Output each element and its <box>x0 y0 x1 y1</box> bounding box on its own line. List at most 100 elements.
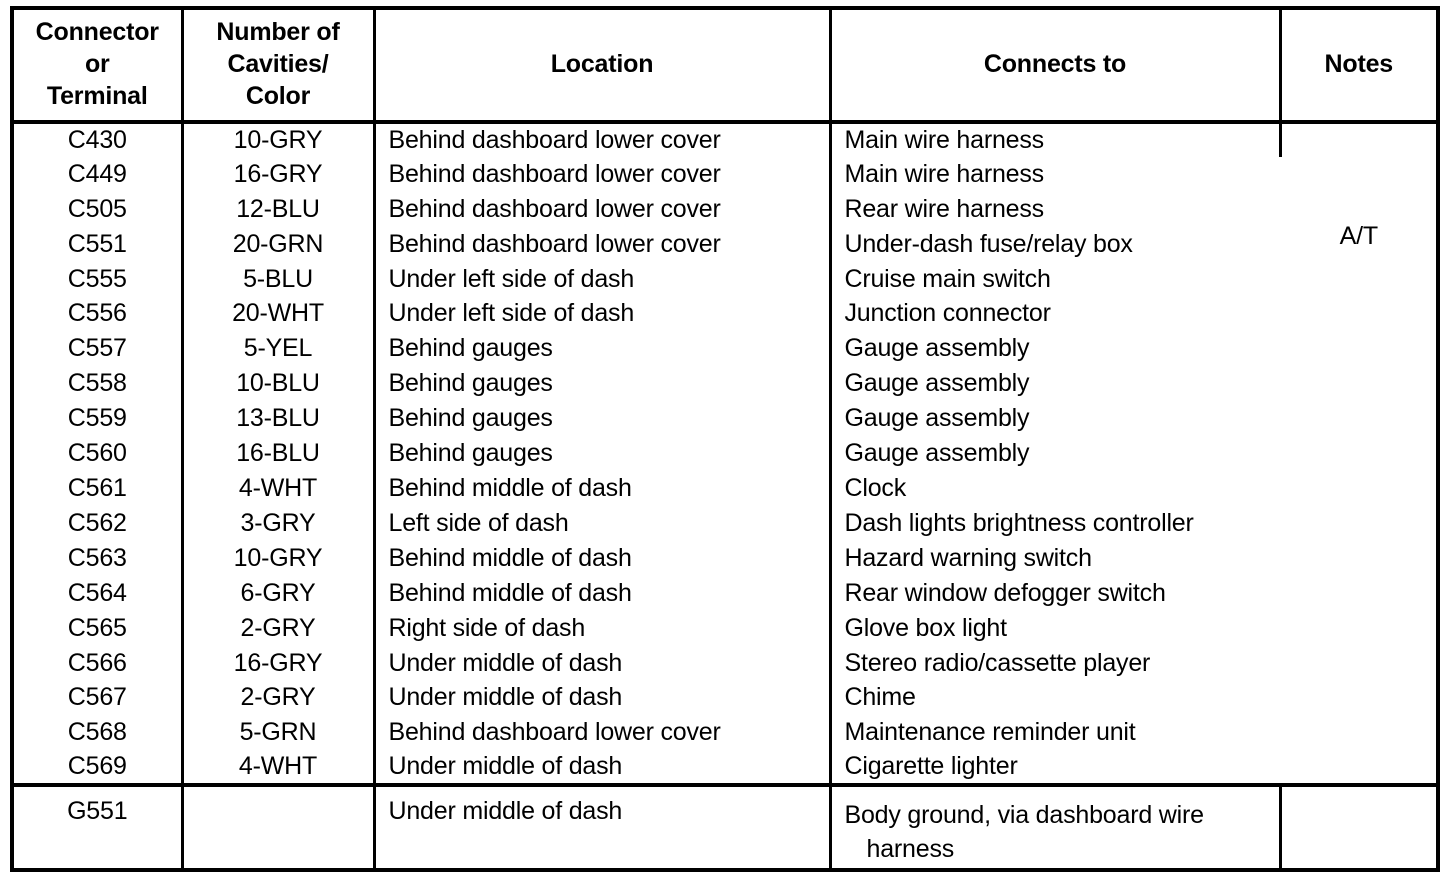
cell-location: Under left side of dash <box>374 296 832 332</box>
column-header-connects-to: Connects to <box>830 8 1282 124</box>
column-header-connector-or-terminal: Connector or Terminal <box>12 8 184 124</box>
header-line-1: Connector <box>35 18 159 46</box>
header-line-3: Color <box>245 82 311 110</box>
cell-connector: C551 <box>12 226 184 262</box>
cell-connector: C559 <box>12 401 184 437</box>
cell-cavities-color: 3-GRY <box>182 505 376 541</box>
cell-connects-to: Hazard warning switch <box>844 543 1092 572</box>
cell-cavities-color: 10-GRY <box>182 540 376 576</box>
cell-connector: C555 <box>12 261 184 297</box>
cell-cavities-color: 5-YEL <box>182 331 376 367</box>
cell-location: Behind dashboard lower cover <box>374 156 832 192</box>
cell-cavities-color: 16-GRY <box>182 156 376 192</box>
column-header-number-of-cavities-color: Number of Cavities/ Color <box>182 8 376 124</box>
cell-location: Left side of dash <box>374 505 832 541</box>
cell-connector: C557 <box>12 331 184 367</box>
cell-location: Behind dashboard lower cover <box>374 226 832 262</box>
cell-connects-to: Cruise main switch <box>844 264 1051 293</box>
header-line-2: or <box>84 50 110 78</box>
cell-cavities-color: 13-BLU <box>182 401 376 437</box>
cell-cavities-color: 12-BLU <box>182 191 376 227</box>
cell-connects-to: Cigarette lighter <box>844 752 1018 781</box>
connects-to-line-2: harness <box>866 834 955 863</box>
cell-cavities-color <box>182 783 376 870</box>
cell-notes: A/T <box>1280 122 1438 785</box>
cell-location: Under middle of dash <box>374 645 832 681</box>
cell-location: Behind middle of dash <box>374 471 832 506</box>
cell-cavities-color: 2-GRY <box>182 610 376 646</box>
column-header-notes: Notes <box>1280 8 1438 124</box>
cell-cavities-color: 20-GRN <box>182 226 376 262</box>
cell-location: Behind dashboard lower cover <box>374 122 832 157</box>
cell-connector: C569 <box>12 750 184 786</box>
cell-connector: C563 <box>12 540 184 576</box>
cell-connects-to: Glove box light <box>844 613 1008 642</box>
cell-location: Under middle of dash <box>374 750 832 786</box>
table-header: Connector or Terminal Number of Cavities… <box>12 8 1438 124</box>
cell-connects-to: Main wire harness <box>830 122 1282 157</box>
cell-connects-to: Gauge assembly <box>844 439 1030 468</box>
cell-cavities-color: 4-WHT <box>182 471 376 506</box>
cell-location: Under middle of dash <box>374 783 832 870</box>
cell-location: Behind gauges <box>374 366 832 402</box>
cell-connector: C567 <box>12 680 184 716</box>
cell-connector: C505 <box>12 191 184 227</box>
cell-cavities-color: 16-GRY <box>182 645 376 681</box>
header-line-3: Terminal <box>46 82 148 110</box>
cell-cavities-color: 16-BLU <box>182 436 376 472</box>
cell-location: Behind middle of dash <box>374 575 832 611</box>
cell-location: Behind dashboard lower cover <box>374 715 832 751</box>
cell-connector: C568 <box>12 715 184 751</box>
cell-cavities-color: 4-WHT <box>182 750 376 786</box>
cell-location: Behind middle of dash <box>374 540 832 576</box>
cell-location: Under middle of dash <box>374 680 832 716</box>
cell-location: Right side of dash <box>374 610 832 646</box>
cell-connects-to: Gauge assembly <box>844 334 1030 363</box>
connects-to-text: Body ground, via dashboard wire harness <box>845 799 1279 867</box>
cell-cavities-color: 5-BLU <box>182 261 376 297</box>
cell-location: Behind dashboard lower cover <box>374 191 832 227</box>
cell-connects-to: Dash lights brightness controller <box>844 508 1194 537</box>
notes-spacer <box>1282 124 1437 224</box>
cell-connects-to: Rear window defogger switch <box>844 578 1166 607</box>
cell-connector: G551 <box>12 783 184 870</box>
cell-connector: C562 <box>12 505 184 541</box>
cell-connector: C558 <box>12 366 184 402</box>
cell-cavities-color: 10-BLU <box>182 366 376 402</box>
cell-cavities-color: 5-GRN <box>182 715 376 751</box>
cell-notes <box>1280 783 1438 870</box>
header-line-1: Number of <box>216 18 340 46</box>
cell-connects-to: Chime <box>844 683 916 712</box>
connects-to-line-1: Body ground, via dashboard wire <box>844 801 1205 830</box>
cell-connector: C430 <box>12 122 184 157</box>
cell-connector: C561 <box>12 471 184 506</box>
cell-connects-to: Under-dash fuse/relay box <box>844 229 1133 258</box>
cell-connects-to: Junction connector <box>844 299 1051 328</box>
cell-connects-to: Gauge assembly <box>844 369 1030 398</box>
header-line-2: Cavities/ <box>227 50 329 78</box>
header-row: Connector or Terminal Number of Cavities… <box>12 8 1438 124</box>
cell-location: Behind gauges <box>374 436 832 472</box>
cell-connector: C566 <box>12 645 184 681</box>
cell-connects-to: Main wire harness <box>844 159 1045 188</box>
cell-cavities-color: 10-GRY <box>182 122 376 157</box>
